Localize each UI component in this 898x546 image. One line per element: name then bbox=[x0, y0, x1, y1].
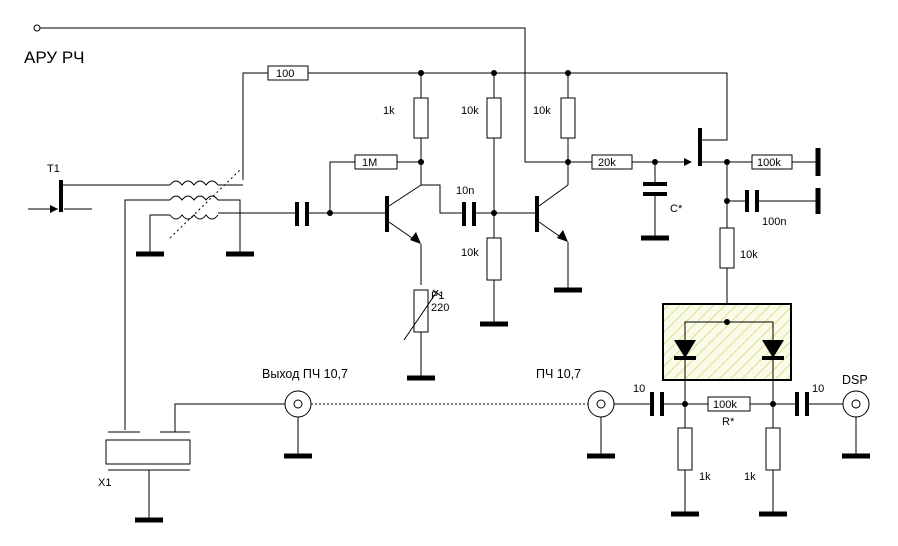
label-r-star: R* bbox=[722, 416, 735, 428]
label-r-10k-top-c: 10k bbox=[533, 105, 551, 117]
capacitor-input bbox=[295, 202, 385, 226]
bias-divider-q2 bbox=[480, 70, 508, 327]
connector-dsp bbox=[842, 390, 870, 459]
agc-input-line bbox=[33, 24, 568, 163]
resistor-20k bbox=[568, 154, 692, 170]
label-c-100n: 100n bbox=[762, 216, 786, 228]
connector-if-input bbox=[587, 390, 650, 459]
output-network bbox=[650, 392, 843, 517]
capacitor-10n bbox=[421, 184, 535, 226]
label-r-1k: 1k bbox=[383, 105, 395, 117]
capacitor-c-star bbox=[641, 162, 669, 241]
label-r-10k-bot-b: 10k bbox=[461, 247, 479, 259]
label-c-10n: 10n bbox=[456, 185, 474, 197]
label-p1-value: 220 bbox=[431, 302, 449, 314]
title: АРУ РЧ bbox=[24, 48, 85, 67]
label-x1: X1 bbox=[98, 477, 111, 489]
label-r-1k-left: 1k bbox=[699, 471, 711, 483]
transformer-t1 bbox=[28, 169, 295, 430]
label-r-100: 100 bbox=[276, 68, 294, 80]
resistor-100k-top bbox=[751, 148, 821, 176]
resistor-10k-q2-collector bbox=[560, 97, 576, 139]
label-c-star: C* bbox=[670, 203, 683, 215]
label-r-100k-bot: 100k bbox=[713, 399, 737, 411]
connector-if-output bbox=[284, 390, 588, 459]
diode-module bbox=[662, 303, 792, 404]
label-in-if: ПЧ 10,7 bbox=[536, 367, 581, 381]
label-p1-name: P1 bbox=[431, 290, 444, 302]
label-r-1m: 1M bbox=[362, 157, 377, 169]
label-r-20k: 20k bbox=[598, 157, 616, 169]
capacitor-100n bbox=[724, 162, 821, 228]
resistor-1k-collector bbox=[413, 97, 429, 139]
label-out-if: Выход ПЧ 10,7 bbox=[262, 367, 348, 381]
potentiometer-p1 bbox=[403, 289, 442, 381]
label-r-10k-top-b: 10k bbox=[461, 105, 479, 117]
feedback-rail bbox=[242, 65, 728, 180]
filter-x1 bbox=[105, 403, 285, 523]
label-c-10-right: 10 bbox=[812, 383, 824, 395]
label-r-1k-right: 1k bbox=[744, 471, 756, 483]
label-dsp: DSP bbox=[842, 373, 868, 387]
label-t1: T1 bbox=[47, 163, 60, 175]
label-r-10k-right: 10k bbox=[740, 249, 758, 261]
transistor-q3 bbox=[698, 128, 752, 166]
label-r-100k-top: 100k bbox=[757, 157, 781, 169]
resistor-1m bbox=[329, 154, 421, 213]
label-c-10-left: 10 bbox=[633, 383, 645, 395]
